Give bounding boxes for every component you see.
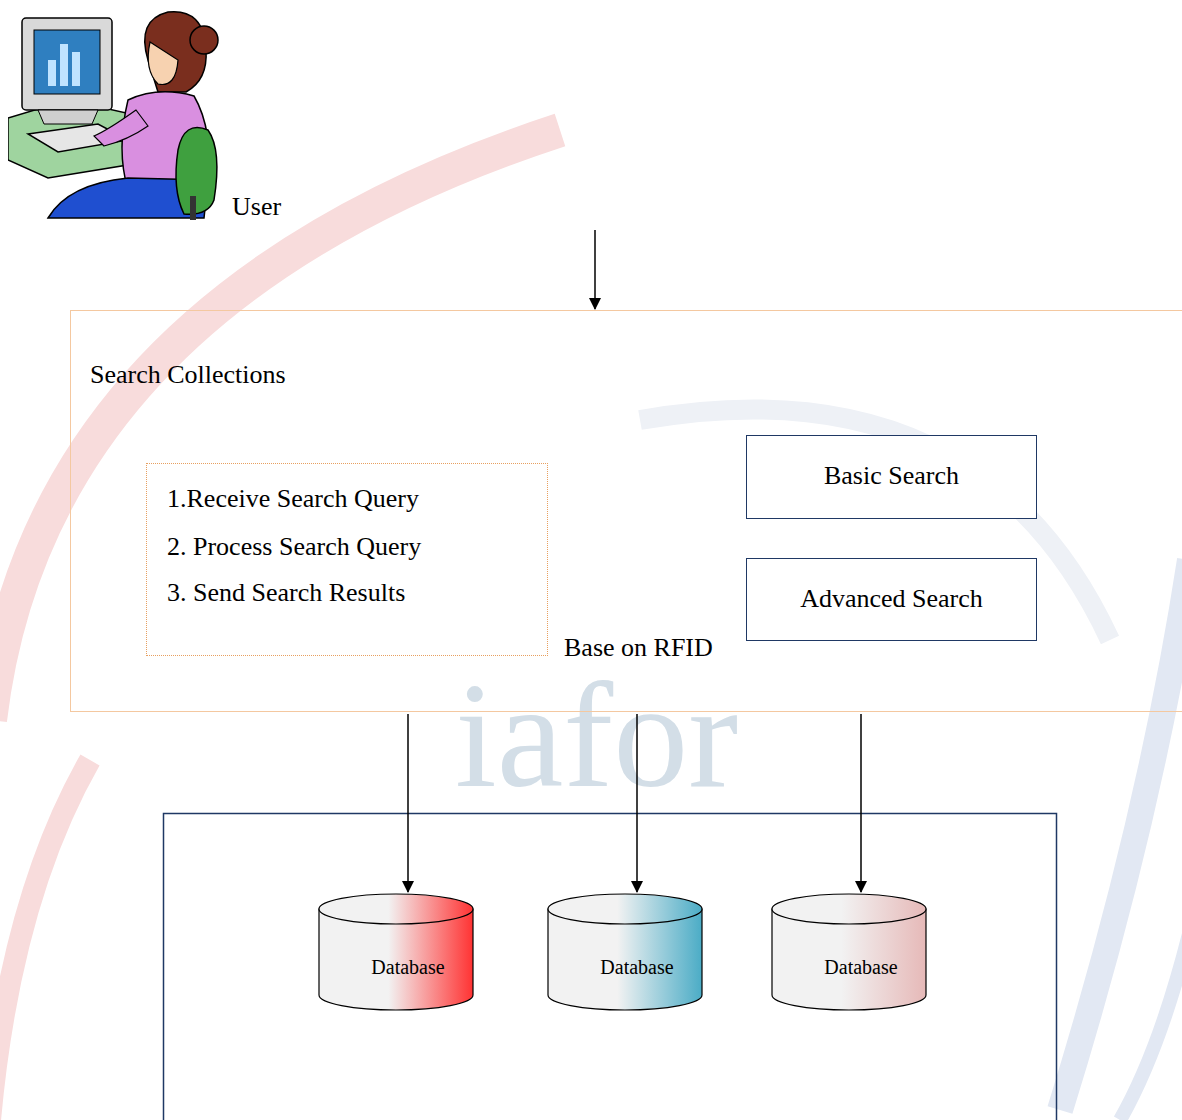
screen <box>34 30 100 94</box>
cylinder-shape <box>318 893 474 1011</box>
chair <box>176 128 217 215</box>
database-label: Database <box>547 956 727 979</box>
red-swoosh <box>0 760 90 1120</box>
cylinder-shape <box>771 893 927 1011</box>
arm <box>94 110 148 146</box>
process-box: Advanced Search <box>746 558 1037 641</box>
screen-bar <box>60 44 68 86</box>
blue-swoosh <box>1120 930 1182 1120</box>
face <box>148 42 178 85</box>
screen-bar <box>48 60 56 86</box>
node-subtext: 3. Send Search Results <box>167 578 405 608</box>
node-subtext: Base on RFID <box>564 633 713 663</box>
red-swoosh <box>0 130 560 720</box>
database-frame <box>164 814 1057 1120</box>
monitor <box>22 18 112 110</box>
arrow-connector <box>860 714 862 892</box>
cylinder-top <box>319 894 473 924</box>
user-illustration <box>8 0 223 220</box>
watermark: iafor <box>455 655 738 815</box>
process-steps-box: 1.Receive Search Query 2. Process Search … <box>146 463 548 656</box>
cylinder-top <box>772 894 926 924</box>
chair-post <box>190 196 196 220</box>
blue-swoosh <box>640 409 1110 640</box>
arrow-connector <box>594 230 596 309</box>
node-text: User <box>232 192 281 222</box>
screen-bar <box>72 52 80 86</box>
arrow-connector <box>636 714 638 892</box>
search-panel: Search CollectionsBase on RFID 1.Receive … <box>70 310 1182 712</box>
database-cylinder: Database <box>771 893 951 1011</box>
node-text: Basic Search <box>747 461 1036 491</box>
arrow-connector <box>407 714 409 892</box>
database-label: Database <box>771 956 951 979</box>
user-node: User <box>10 0 610 228</box>
node-text: Advanced Search <box>747 584 1036 614</box>
node-text: Search Collections <box>90 360 286 390</box>
monitor-stand <box>38 110 98 124</box>
cylinder-top <box>548 894 702 924</box>
database-cylinder: Database <box>318 893 498 1011</box>
cylinder-shape <box>547 893 703 1011</box>
database-label: Database <box>318 956 498 979</box>
node-text: 1.Receive Search Query <box>167 484 419 514</box>
database-cylinder: Database <box>547 893 727 1011</box>
process-box: Basic Search <box>746 435 1037 519</box>
node-subtext: 2. Process Search Query <box>167 532 421 562</box>
hair-bun <box>190 26 218 54</box>
